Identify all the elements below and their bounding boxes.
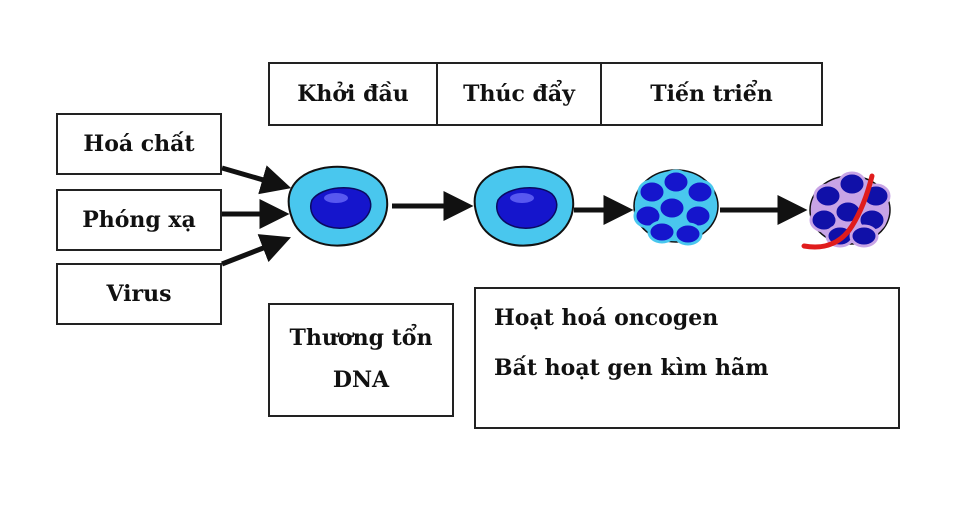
stage-progression: Tiến triển: [600, 64, 821, 124]
gene-events-box: Hoạt hoá oncogen Bất hoạt gen kìm hãm: [474, 287, 900, 429]
invasion-streak: [801, 173, 875, 250]
virus-arrow: [221, 234, 291, 267]
agent-chemical-label: Hoá chất: [83, 131, 195, 157]
agent-virus-box: Virus: [56, 263, 222, 325]
chemical-arrow: [221, 165, 292, 195]
dna-damage-line1: Thương tổn: [289, 325, 433, 352]
initiated-cell: [473, 165, 575, 247]
agent-radiation-label: Phóng xạ: [82, 207, 196, 233]
normal-cell: [287, 165, 389, 247]
suppressor-inactivation-label: Bất hoạt gen kìm hãm: [494, 355, 769, 381]
promoted-cell-cluster: [633, 169, 719, 246]
agent-chemical-box: Hoá chất: [56, 113, 222, 175]
dna-damage-line2: DNA: [332, 367, 390, 393]
agent-virus-label: Virus: [106, 281, 172, 307]
stage-promotion: Thúc đẩy: [436, 64, 600, 124]
agent-radiation-box: Phóng xạ: [56, 189, 222, 251]
malignant-tumor: [801, 171, 891, 250]
oncogene-activation-label: Hoạt hoá oncogen: [494, 305, 719, 331]
stage-bar: Khởi đầu Thúc đẩy Tiến triển: [268, 62, 823, 126]
stage-initiation: Khởi đầu: [297, 81, 409, 107]
dna-damage-box: Thương tổn DNA: [268, 303, 454, 417]
